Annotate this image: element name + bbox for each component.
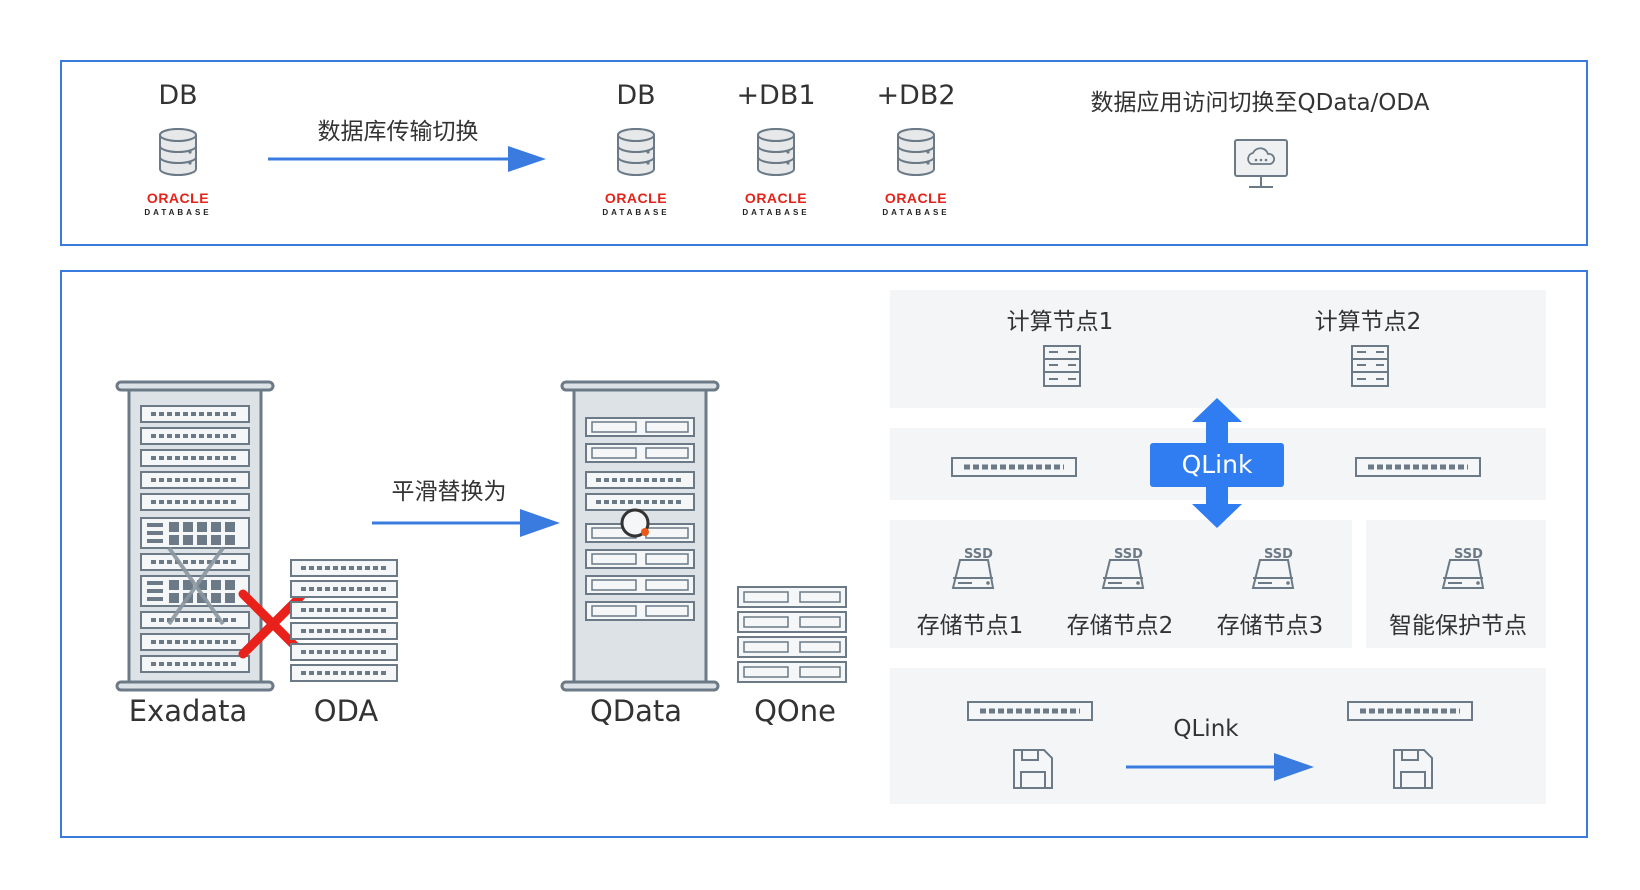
compute-node-label-1: 计算节点1 [1006, 309, 1114, 335]
exadata-rack-icon [115, 380, 275, 692]
compute-server-icon [1351, 345, 1389, 387]
floppy-disk-icon [1393, 749, 1433, 789]
ssd-icon: SSD [1251, 547, 1295, 589]
cloud-monitor-icon [1234, 139, 1288, 188]
target-db-title-2: +DB1 [736, 80, 816, 111]
svg-text:SSD: SSD [1114, 547, 1143, 562]
floppy-disk-icon [1013, 749, 1053, 789]
source-db-title: DB [158, 80, 198, 111]
network-switch-icon [967, 701, 1093, 721]
network-switch-icon [951, 457, 1077, 477]
transfer-arrow [268, 146, 546, 172]
network-switch-icon [1355, 457, 1481, 477]
top-panel [60, 60, 1588, 246]
qone-server-stack-icon [737, 586, 847, 683]
backup-tier [890, 668, 1546, 804]
protect-node-label: 智能保护节点 [1389, 613, 1527, 639]
qlink-backup-arrow [1126, 753, 1314, 781]
replace-arrow [372, 509, 560, 537]
app-access-label: 数据应用访问切换至QData/ODA [1090, 90, 1430, 116]
qdata-rack-icon [560, 380, 720, 692]
qdata-label: QData [589, 694, 683, 728]
svg-text:SSD: SSD [1454, 547, 1483, 562]
database-icon [897, 128, 935, 176]
oda-label: ODA [313, 694, 379, 728]
database-icon [617, 128, 655, 176]
exadata-label: Exadata [128, 694, 248, 728]
target-db-title-1: DB [616, 80, 656, 111]
storage-node-label-3: 存储节点3 [1216, 613, 1324, 639]
database-icon [757, 128, 795, 176]
compute-node-label-2: 计算节点2 [1314, 309, 1422, 335]
storage-node-label-1: 存储节点1 [916, 613, 1024, 639]
storage-node-label-2: 存储节点2 [1066, 613, 1174, 639]
qone-label: QOne [754, 694, 836, 728]
database-icon [159, 128, 197, 176]
svg-text:SSD: SSD [964, 547, 993, 562]
ssd-icon: SSD [1441, 547, 1485, 589]
ssd-icon: SSD [1101, 547, 1145, 589]
replace-label: 平滑替换为 [391, 479, 507, 505]
qlink-backup-label: QLink [1173, 716, 1239, 742]
network-switch-icon [1347, 701, 1473, 721]
oda-server-stack-icon [290, 559, 398, 682]
compute-server-icon [1043, 345, 1081, 387]
compute-tier [890, 290, 1546, 408]
target-db-title-3: +DB2 [876, 80, 956, 111]
svg-text:SSD: SSD [1264, 547, 1293, 562]
transfer-label: 数据库传输切换 [317, 119, 479, 145]
qlink-badge: QLink [1150, 443, 1284, 487]
bottom-panel [60, 270, 1588, 838]
ssd-icon: SSD [951, 547, 995, 589]
